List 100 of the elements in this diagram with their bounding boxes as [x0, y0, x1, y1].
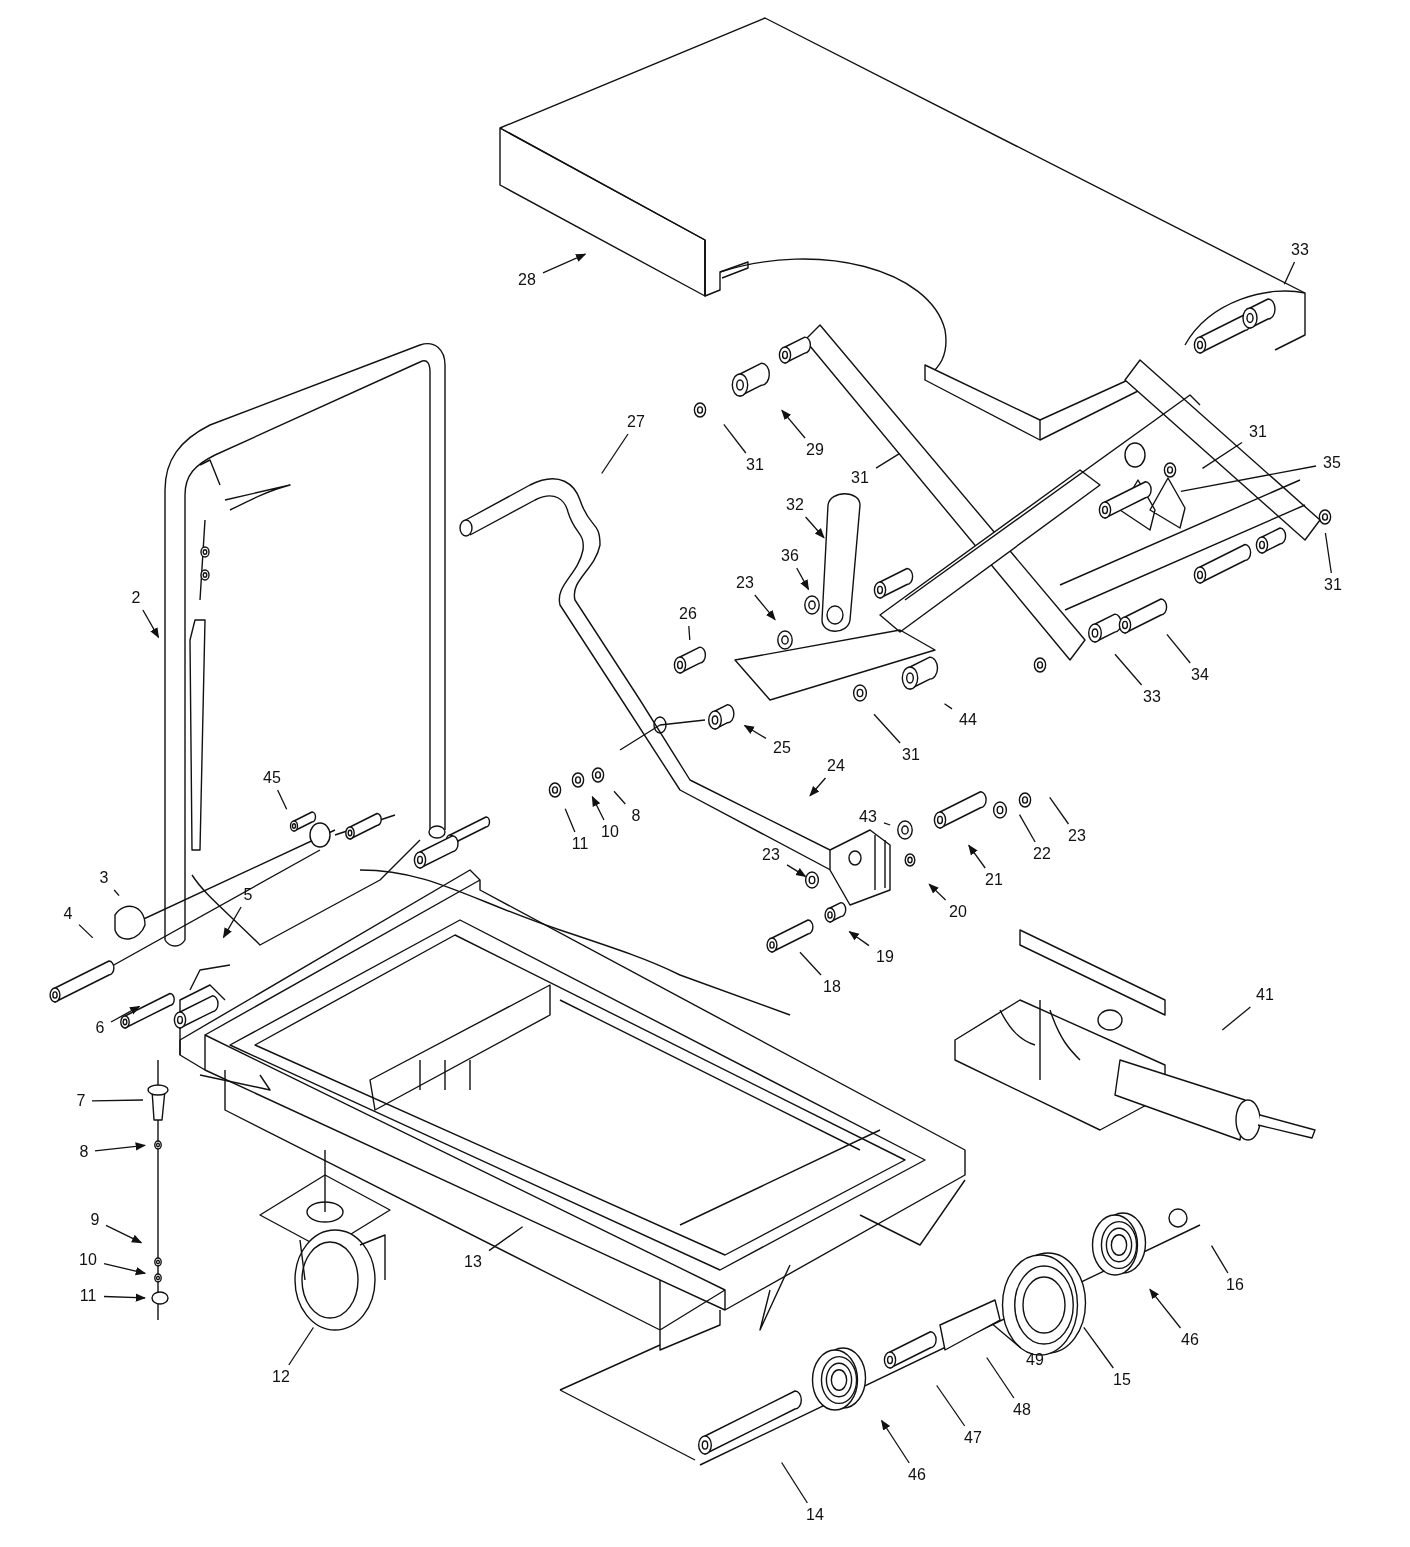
callout-number: 31 [1247, 422, 1269, 442]
leader-arrow [542, 253, 587, 274]
callout-number: 12 [270, 1367, 292, 1387]
leader-arrow [928, 883, 947, 901]
leader-line [91, 1099, 144, 1102]
callout-number: 47 [962, 1428, 984, 1448]
callout-number: 26 [677, 604, 699, 624]
callout-number: 28 [516, 270, 538, 290]
callout-number: 31 [744, 455, 766, 475]
leader-line [488, 1226, 524, 1252]
callout-number: 2 [129, 588, 143, 608]
callout-number: 8 [629, 806, 643, 826]
callout-number: 7 [74, 1091, 88, 1111]
leader-arrow [110, 1005, 141, 1023]
leader-arrow [880, 1419, 910, 1464]
leader-arrow [781, 409, 806, 439]
leader-line [1221, 1006, 1252, 1031]
leader-arrow [743, 724, 767, 740]
callout-number: 36 [779, 546, 801, 566]
callout-number: 29 [804, 440, 826, 460]
leader-line [1210, 1244, 1229, 1274]
callout-number: 20 [947, 902, 969, 922]
callout-number: 24 [825, 756, 847, 776]
leader-arrow [786, 864, 807, 878]
callout-number: 32 [784, 495, 806, 515]
leader-arrow [103, 1263, 147, 1276]
callout-number: 6 [93, 1018, 107, 1038]
callout-number: 11 [569, 834, 591, 854]
callout-number: 31 [900, 745, 922, 765]
callout-number: 22 [1031, 844, 1053, 864]
callout-number: 15 [1111, 1370, 1133, 1390]
leader-line [288, 1326, 315, 1366]
callout-number: 16 [1224, 1275, 1246, 1295]
leader-arrow [142, 609, 160, 639]
leader-arrow [796, 567, 810, 591]
callout-number: 10 [599, 822, 621, 842]
callout-number: 13 [462, 1252, 484, 1272]
leader-line [1018, 813, 1036, 843]
leader-line [113, 889, 120, 897]
callout-number: 25 [771, 738, 793, 758]
callout-number: 23 [760, 845, 782, 865]
leader-arrow [105, 1224, 143, 1244]
leader-arrow [968, 844, 986, 869]
leader-arrow [591, 795, 605, 821]
callout-number: 43 [857, 807, 879, 827]
leader-line [1180, 465, 1317, 493]
leader-line [723, 423, 747, 454]
callout-number: 11 [77, 1286, 99, 1306]
callout-number: 46 [906, 1465, 928, 1485]
leader-line [564, 808, 576, 833]
callout-number: 34 [1189, 665, 1211, 685]
callout-number: 44 [957, 710, 979, 730]
leader-arrow [848, 931, 870, 947]
callout-number: 41 [1254, 985, 1276, 1005]
callout-number: 46 [1179, 1330, 1201, 1350]
callout-number: 4 [61, 904, 75, 924]
callout-number: 10 [77, 1250, 99, 1270]
leader-line [601, 433, 629, 475]
callout-number: 31 [849, 468, 871, 488]
leader-arrow [1149, 1288, 1182, 1329]
leader-line [1049, 796, 1070, 825]
callout-number: 19 [874, 947, 896, 967]
leader-line [799, 951, 822, 976]
leader-arrow [804, 516, 825, 539]
callout-number: 18 [821, 977, 843, 997]
leader-arrow [222, 906, 242, 939]
callout-number: 49 [1024, 1350, 1046, 1370]
callout-number: 14 [804, 1505, 826, 1525]
callout-number: 33 [1289, 240, 1311, 260]
leader-line [883, 822, 891, 826]
callout-number: 27 [625, 412, 647, 432]
callout-number: 3 [97, 868, 111, 888]
leader-line [688, 625, 691, 641]
callout-number: 8 [77, 1142, 91, 1162]
leader-line [943, 703, 953, 710]
leader-line [936, 1384, 966, 1427]
callout-number: 5 [241, 885, 255, 905]
leader-arrow [103, 1293, 147, 1302]
callout-number: 33 [1141, 687, 1163, 707]
leader-line [276, 789, 288, 810]
leader-line [873, 713, 901, 744]
leader-line [1114, 653, 1143, 686]
leader-arrow [754, 594, 776, 621]
callout-number: 35 [1321, 453, 1343, 473]
callout-number: 23 [1066, 826, 1088, 846]
leader-line [875, 452, 901, 469]
leader-line [1201, 441, 1243, 470]
leader-arrow [94, 1142, 147, 1152]
leader-line [1283, 261, 1296, 285]
leader-line [613, 790, 626, 805]
leader-line [780, 1461, 809, 1504]
callout-number: 23 [734, 573, 756, 593]
callout-number: 31 [1322, 575, 1344, 595]
leader-line [986, 1356, 1015, 1399]
leader-arrow [809, 777, 827, 797]
leader-line [1083, 1326, 1114, 1369]
callout-number: 48 [1011, 1400, 1033, 1420]
leader-line [78, 923, 94, 939]
callout-number: 45 [261, 768, 283, 788]
callout-number: 21 [983, 870, 1005, 890]
